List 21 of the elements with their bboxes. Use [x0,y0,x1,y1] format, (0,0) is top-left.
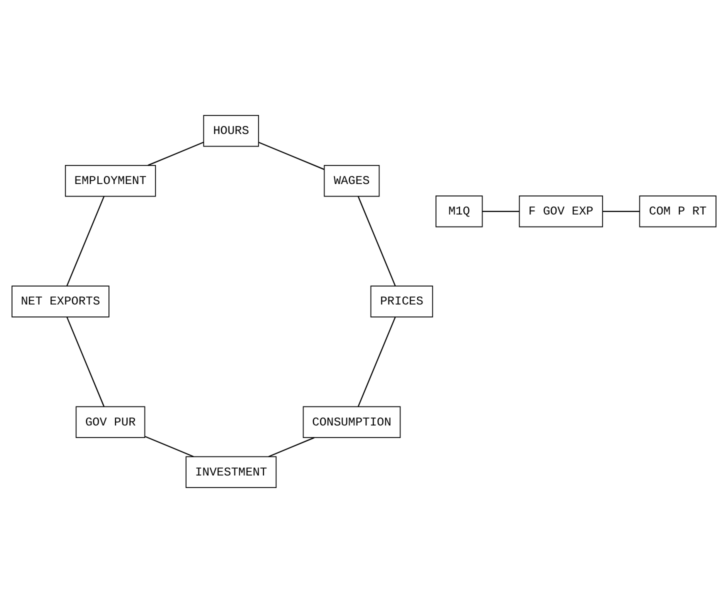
node-box: INVESTMENT [186,456,277,488]
connector [66,316,105,406]
node-box: GOV PUR [76,406,146,438]
node-box: EMPLOYMENT [64,164,156,196]
node-box: NET EXPORTS [12,285,110,317]
connector [66,196,105,286]
connector [358,196,396,286]
node-box: HOURS [203,114,259,146]
node-box: PRICES [370,285,434,317]
node-box: CONSUMPTION [302,406,401,438]
connector [602,210,640,212]
node-box: COM P RT [639,195,716,227]
connector [148,141,204,166]
node-box: M1Q [436,195,483,227]
connector [482,210,520,212]
node-box: WAGES [324,164,380,196]
connector [258,141,324,170]
connector [268,436,314,457]
node-box: F GOV EXP [518,195,603,227]
connector [358,316,396,406]
connector [144,435,194,457]
